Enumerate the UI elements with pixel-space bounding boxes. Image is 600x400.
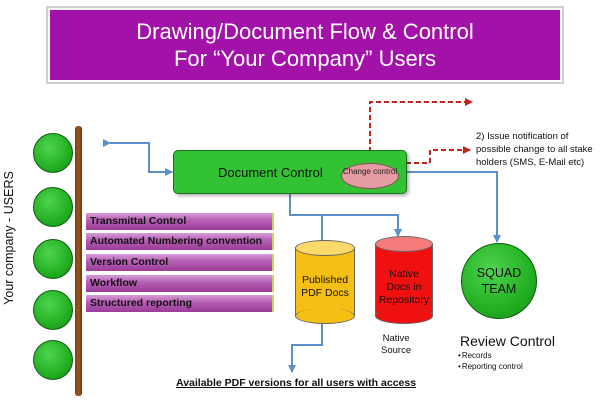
native-line-1: Native xyxy=(389,268,419,280)
dashed-arrow-to-notification xyxy=(390,146,471,164)
published-line-2: PDF Docs xyxy=(301,287,349,299)
step-automated-numbering: Automated Numbering convention xyxy=(86,233,274,250)
review-item-records: Records xyxy=(458,350,523,361)
change-control-ellipse: Change control xyxy=(341,163,399,189)
arrow-pdf-to-users xyxy=(288,315,326,373)
user-circle xyxy=(33,239,73,279)
arrow-doc-control-to-squad xyxy=(400,168,501,243)
dashed-arrow-to-users xyxy=(369,98,473,160)
pdf-availability-note: Available PDF versions for all users wit… xyxy=(176,377,417,389)
user-circle xyxy=(33,133,73,173)
arrow-users-to-doc-control xyxy=(103,139,173,176)
squad-team-circle: SQUAD TEAM xyxy=(461,243,537,319)
published-pdf-cylinder: Published PDF Docs xyxy=(295,240,355,324)
user-circle xyxy=(33,187,73,227)
review-control-title: Review Control xyxy=(460,333,555,349)
step-transmittal-control: Transmittal Control xyxy=(86,213,274,230)
document-control-label: Document Control xyxy=(218,165,323,180)
native-line-3: Repository xyxy=(378,294,430,306)
native-source-line-1: Native xyxy=(382,333,410,344)
user-circle xyxy=(33,290,73,330)
native-docs-cylinder: Native Docs in Repository xyxy=(375,236,433,324)
users-label: Your company - USERS xyxy=(2,171,16,305)
native-source-line-2: Source xyxy=(381,345,412,356)
title-line-1: Drawing/Document Flow & Control xyxy=(136,19,474,44)
squad-line-2: TEAM xyxy=(481,282,517,296)
native-line-2: Docs in xyxy=(386,281,422,293)
review-item-reporting: Reporting control xyxy=(458,361,523,372)
step-structured-reporting: Structured reporting xyxy=(86,295,274,312)
native-source-label: Native Source xyxy=(381,333,411,357)
users-post xyxy=(75,126,82,396)
published-line-1: Published xyxy=(301,274,349,286)
step-version-control: Version Control xyxy=(86,254,274,271)
title-banner: Drawing/Document Flow & Control For “You… xyxy=(48,8,562,82)
review-control-list: Records Reporting control xyxy=(458,350,523,372)
title-line-2: For “Your Company” Users xyxy=(173,46,437,71)
user-circle xyxy=(33,340,73,380)
arrow-doc-control-to-repos xyxy=(290,195,398,240)
notification-text: 2) Issue notification of possible change… xyxy=(476,131,593,168)
step-workflow: Workflow xyxy=(86,275,274,292)
squad-line-1: SQUAD xyxy=(476,266,522,280)
